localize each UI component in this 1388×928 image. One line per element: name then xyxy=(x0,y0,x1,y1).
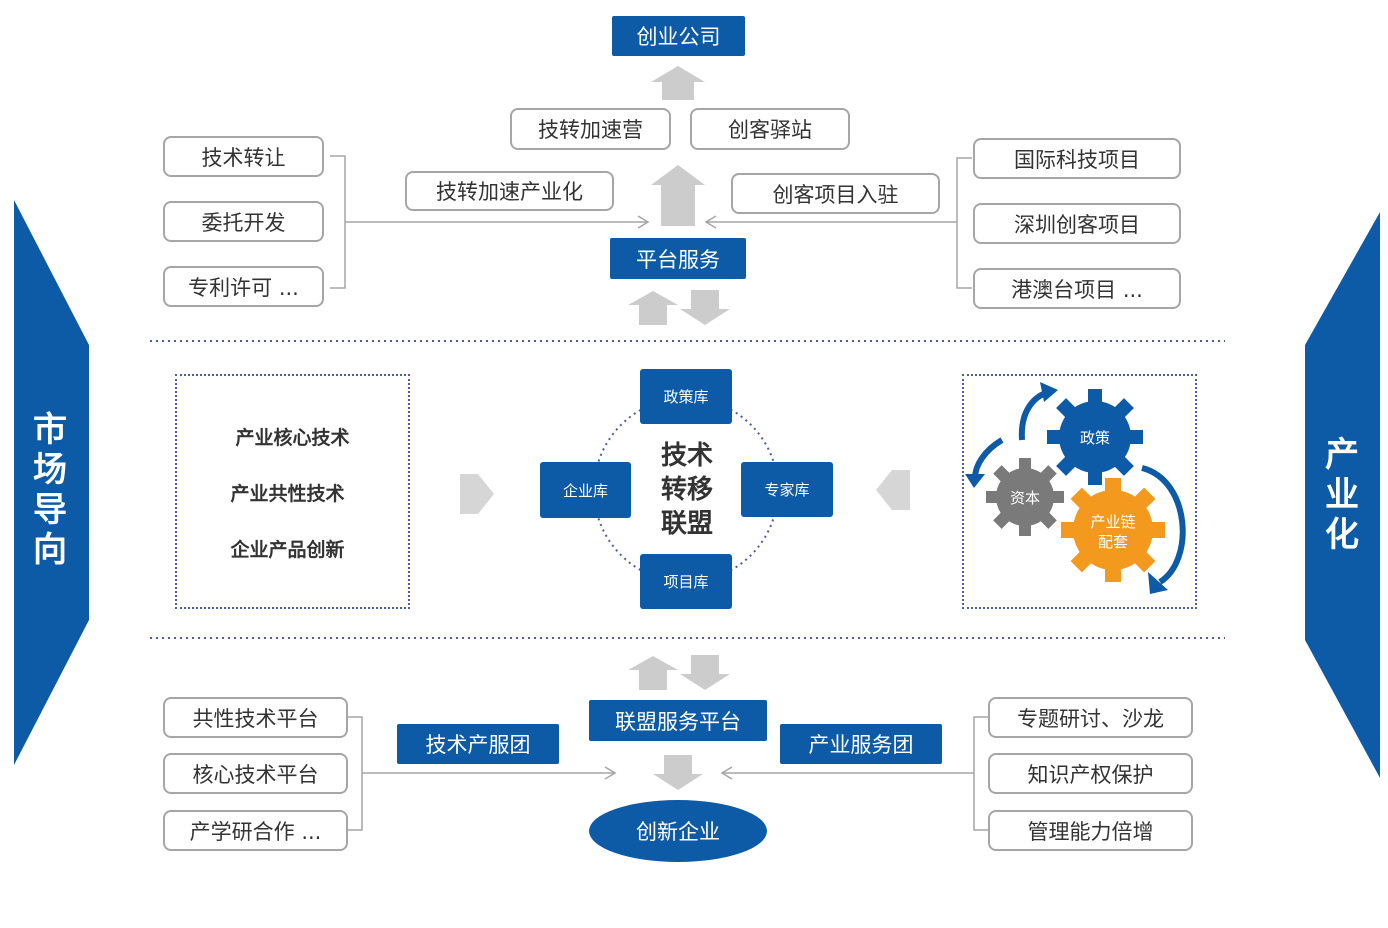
node-enterprise-library: 企业库 xyxy=(540,462,631,518)
node-project-library: 项目库 xyxy=(640,554,732,609)
node-innovative-enterprise: 创新企业 xyxy=(589,800,767,862)
alliance-title: 技术转移联盟 xyxy=(660,441,713,539)
right-banner xyxy=(1305,212,1380,778)
node-ip-protection: 知识产权保护 xyxy=(988,753,1193,794)
left-arrow-middle xyxy=(876,470,910,510)
up-arrow-platform xyxy=(628,291,678,325)
tech-focus-box xyxy=(175,374,410,609)
node-patent-license: 专利许可 ... xyxy=(163,266,324,307)
node-commissioned-dev: 委托开发 xyxy=(163,201,324,242)
node-industry-academia-cooperation: 产学研合作 ... xyxy=(163,810,348,851)
node-alliance-platform: 联盟服务平台 xyxy=(589,700,767,741)
node-international-project: 国际科技项目 xyxy=(973,138,1181,179)
node-accelerator: 技转加速营 xyxy=(510,108,671,150)
connector-bottom-right-head xyxy=(720,766,733,780)
curved-arrow-left-head xyxy=(965,474,985,488)
down-arrow-alliance xyxy=(680,655,730,690)
node-seminar-salon: 专题研讨、沙龙 xyxy=(988,697,1193,738)
product-innovation-label: 企业产品创新 xyxy=(230,538,345,561)
gear-policy-label: 政策 xyxy=(1079,429,1110,447)
up-arrow-company xyxy=(651,66,705,100)
bracket-top-left xyxy=(330,155,346,289)
node-hk-macau-tw-project: 港澳台项目 ... xyxy=(973,268,1181,309)
left-banner xyxy=(14,200,89,765)
curved-arrow-top-head xyxy=(1040,382,1058,402)
gear-policy-shape xyxy=(1047,389,1143,485)
node-core-tech-platform: 核心技术平台 xyxy=(163,753,348,794)
core-tech-label: 产业核心技术 xyxy=(235,426,350,449)
right-arrow-middle xyxy=(460,474,494,514)
node-tech-transfer: 技术转让 xyxy=(163,136,324,177)
connector-top-left-head xyxy=(637,215,650,229)
node-expert-library: 专家库 xyxy=(741,462,833,517)
gear-capital-label: 资本 xyxy=(1009,489,1040,507)
connector-bottom-left-head xyxy=(604,766,617,780)
bracket-bottom-left xyxy=(348,716,363,831)
curved-arrow-right xyxy=(1141,465,1186,585)
bracket-top-right xyxy=(956,157,972,289)
down-arrow-enterprise xyxy=(653,755,703,790)
node-policy-library: 政策库 xyxy=(640,369,732,424)
node-maker-station: 创客驿站 xyxy=(690,108,850,150)
side-label-industrialization: 产业化 xyxy=(1325,435,1359,555)
industrial-gears-box xyxy=(962,374,1197,609)
node-startup-company: 创业公司 xyxy=(612,16,745,56)
node-management-capability: 管理能力倍增 xyxy=(988,810,1193,851)
node-industry-service-group: 产业服务团 xyxy=(780,724,942,764)
gear-chain-label: 产业链配套 xyxy=(1090,513,1136,551)
up-arrow-main xyxy=(651,165,705,226)
node-shenzhen-maker-project: 深圳创客项目 xyxy=(973,203,1181,244)
common-tech-label: 产业共性技术 xyxy=(230,482,345,505)
down-arrow-platform xyxy=(680,290,730,325)
node-platform-service: 平台服务 xyxy=(610,238,746,279)
curved-arrow-right-head xyxy=(1148,572,1168,594)
node-maker-project-entry: 创客项目入驻 xyxy=(731,173,940,214)
side-label-market: 市场导向 xyxy=(33,410,67,570)
gear-capital-shape xyxy=(986,458,1064,536)
node-common-tech-platform: 共性技术平台 xyxy=(163,697,348,738)
up-arrow-alliance xyxy=(628,656,678,690)
bracket-bottom-right xyxy=(973,716,988,831)
node-tech-service-group: 技术产服团 xyxy=(397,724,559,764)
node-accelerated-industrialization: 技转加速产业化 xyxy=(405,171,614,211)
connector-top-right-head xyxy=(704,215,717,229)
